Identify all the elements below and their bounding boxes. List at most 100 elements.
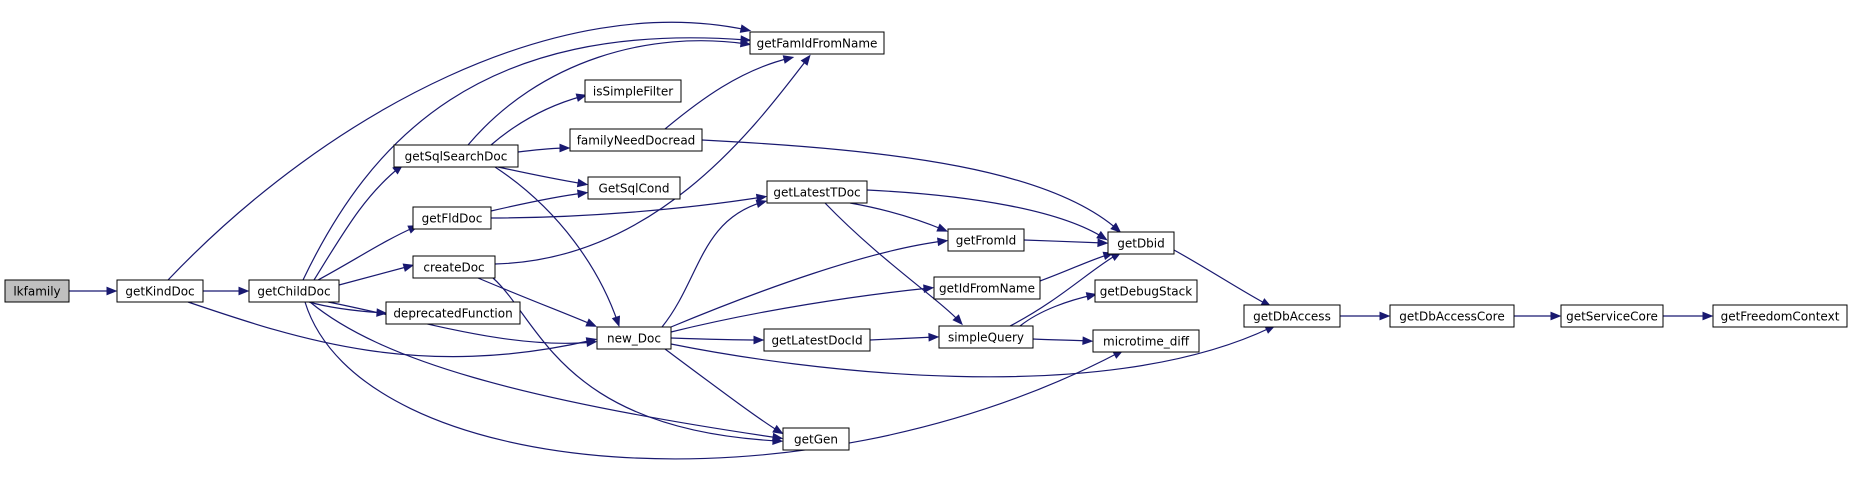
node-getIdFromName[interactable]: getIdFromName [933, 276, 1041, 300]
arrowhead [739, 38, 752, 48]
edge-line [866, 189, 1105, 239]
edge-line [309, 301, 780, 439]
edge-createDoc-to-getGen [492, 277, 784, 446]
node-box [569, 128, 703, 152]
edge-getFromId-to-getDbid [1023, 238, 1109, 248]
node-label: new_Doc [607, 332, 661, 346]
node-label: getServiceCore [1566, 310, 1658, 324]
edge-getKindDoc-to-getChildDoc [202, 286, 250, 296]
node-createDoc[interactable]: createDoc [412, 255, 496, 279]
edge-lkfamily-to-getKindDoc [68, 286, 118, 296]
edge-familyNeedDocread-to-getFamIdFromName [664, 55, 795, 130]
node-simpleQuery[interactable]: simpleQuery [938, 325, 1034, 349]
edge-getFldDoc-to-GetSqlCond [490, 189, 589, 212]
node-box [385, 301, 521, 325]
edge-line [338, 265, 411, 286]
edge-line [1019, 294, 1094, 327]
arrowhead [772, 424, 784, 435]
node-getFamIdFromName[interactable]: getFamIdFromName [749, 31, 885, 55]
edge-line [497, 166, 585, 185]
arrowhead [923, 284, 935, 293]
arrowhead [559, 143, 571, 153]
node-lkfamily[interactable]: lkfamily [4, 279, 70, 303]
arrowhead [585, 318, 597, 327]
node-box [584, 79, 682, 103]
edge-getLatestDocId-to-simpleQuery [869, 332, 940, 342]
node-getSqlSearchDoc[interactable]: getSqlSearchDoc [393, 144, 519, 168]
node-getFromId[interactable]: getFromId [947, 228, 1025, 252]
node-box [587, 176, 681, 200]
node-label: getFamIdFromName [757, 37, 878, 51]
node-box [116, 279, 204, 303]
arrowhead [952, 314, 963, 326]
node-getKindDoc[interactable]: getKindDoc [116, 279, 204, 303]
arrowhead [1082, 336, 1094, 345]
node-box [248, 279, 340, 303]
edge-line [187, 301, 594, 358]
node-box [1107, 231, 1175, 255]
edge-line [494, 166, 619, 324]
edge-line [849, 202, 945, 231]
node-new_Doc[interactable]: new_Doc [596, 326, 672, 350]
node-getFldDoc[interactable]: getFldDoc [412, 206, 492, 230]
edge-simpleQuery-to-getDebugStack [1019, 292, 1098, 327]
edge-line [824, 202, 961, 323]
arrowhead [575, 93, 588, 102]
edge-line [664, 348, 781, 433]
node-label: microtime_diff [1103, 335, 1190, 349]
node-label: getGen [794, 433, 838, 447]
node-box [1389, 304, 1515, 328]
node-getChildDoc[interactable]: getChildDoc [248, 279, 340, 303]
node-box [766, 180, 868, 204]
node-label: getFromId [956, 234, 1017, 248]
node-label: getDbAccessCore [1399, 310, 1504, 324]
node-getLatestTDoc[interactable]: getLatestTDoc [766, 180, 868, 204]
node-box [1243, 304, 1341, 328]
arrowhead [782, 55, 795, 64]
node-getDbid[interactable]: getDbid [1107, 231, 1175, 255]
nodes-layer: lkfamily getKindDoc getChildDoc getSqlSearc… [4, 31, 1848, 451]
node-getDebugStack[interactable]: getDebugStack [1094, 279, 1198, 303]
edge-line [869, 336, 936, 341]
node-familyNeedDocread[interactable]: familyNeedDocread [569, 128, 703, 152]
node-getDbAccess[interactable]: getDbAccess [1243, 304, 1341, 328]
edge-getFldDoc-to-getLatestTDoc [490, 193, 768, 219]
edge-line [1173, 249, 1269, 306]
edge-line [1032, 338, 1090, 342]
edge-line [490, 196, 764, 219]
edge-line [670, 326, 1273, 378]
node-isSimpleFilter[interactable]: isSimpleFilter [584, 79, 682, 103]
node-getDbAccessCore[interactable]: getDbAccessCore [1389, 304, 1515, 328]
edge-line [304, 301, 1121, 460]
edge-getSqlSearchDoc-to-GetSqlCond [497, 166, 589, 188]
node-label: getDbAccess [1253, 310, 1331, 324]
node-getServiceCore[interactable]: getServiceCore [1560, 304, 1664, 328]
arrowhead [1110, 222, 1122, 233]
edge-familyNeedDocread-to-getDbid [701, 139, 1122, 233]
node-box [947, 228, 1025, 252]
node-getGen[interactable]: getGen [782, 427, 850, 451]
edge-createDoc-to-new_Doc [477, 277, 597, 327]
arrowhead [1702, 311, 1714, 321]
node-getLatestDocId[interactable]: getLatestDocId [763, 328, 871, 352]
node-label: getLatestDocId [771, 334, 862, 348]
edge-getSqlSearchDoc-to-isSimpleFilter [490, 93, 588, 146]
node-box [1092, 329, 1200, 353]
edge-line [490, 95, 584, 146]
edge-getSqlSearchDoc-to-getFamIdFromName [467, 38, 752, 146]
node-GetSqlCond[interactable]: GetSqlCond [587, 176, 681, 200]
node-microtime_diff[interactable]: microtime_diff [1092, 329, 1200, 353]
arrowhead [755, 193, 768, 203]
node-box [596, 326, 672, 350]
arrowhead [402, 263, 415, 272]
edge-simpleQuery-to-microtime_diff [1032, 336, 1094, 345]
arrowhead [928, 332, 940, 342]
node-label: getDebugStack [1100, 285, 1192, 299]
arrowhead [1550, 311, 1562, 321]
edge-line [467, 40, 748, 146]
node-getFreedomContext[interactable]: getFreedomContext [1712, 304, 1848, 328]
edge-new_Doc-to-getFromId [670, 237, 949, 328]
edge-line [1009, 253, 1119, 327]
node-box [1712, 304, 1848, 328]
node-deprecatedFunction[interactable]: deprecatedFunction [385, 301, 521, 325]
